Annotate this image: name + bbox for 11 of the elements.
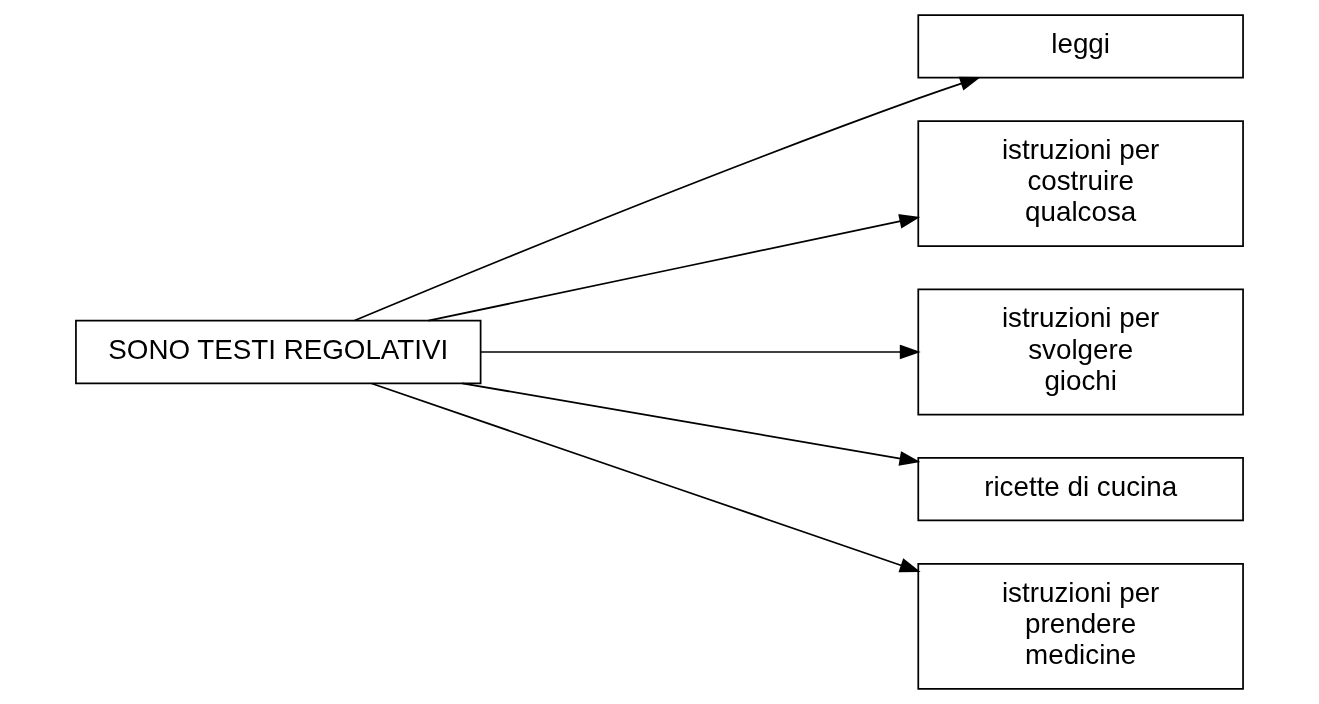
arrow [480, 344, 921, 360]
node-box: istruzioni per svolgere giochi [917, 288, 1244, 416]
arrow [353, 76, 981, 322]
node-box: SONO TESTI REGOLATIVI [75, 319, 482, 385]
node-box: ricette di cucina [917, 457, 1244, 522]
arrow [370, 382, 921, 573]
arrow [427, 214, 921, 322]
arrow [461, 382, 921, 466]
node-box: istruzioni per prendere medicine [917, 563, 1244, 690]
node-box: istruzioni per costruire qualcosa [917, 120, 1244, 247]
node-box: leggi [917, 14, 1244, 79]
